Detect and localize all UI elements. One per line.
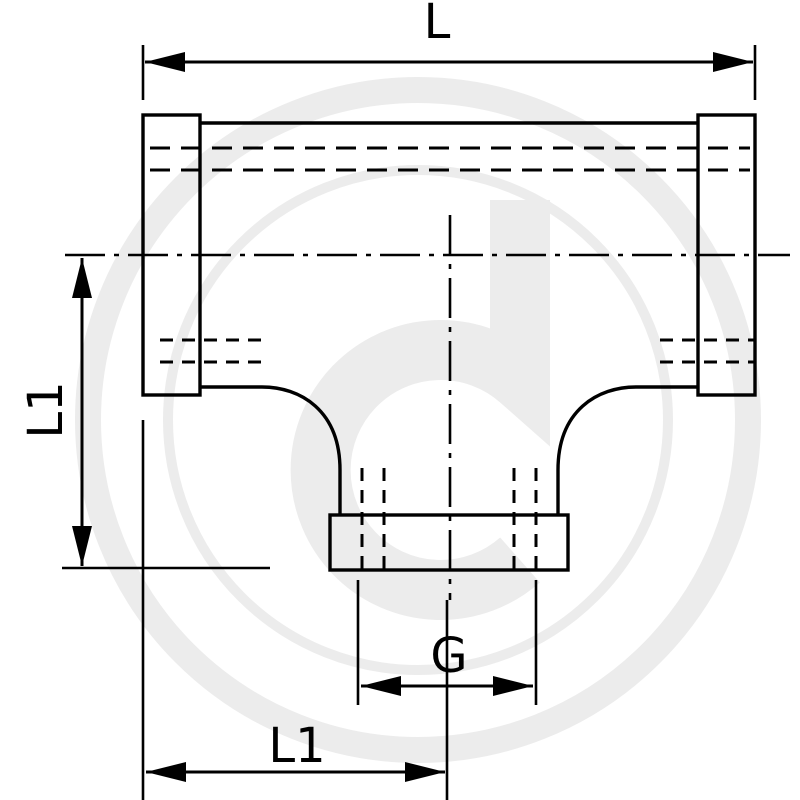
- watermark-logo: [75, 77, 761, 763]
- label-G: G: [430, 628, 467, 684]
- label-L: L: [424, 0, 451, 50]
- extension-lines: [62, 45, 757, 800]
- tee-run-body: [200, 121, 698, 515]
- hidden-thread-lines: [150, 146, 755, 570]
- label-L1-horizontal: L1: [268, 718, 325, 774]
- label-L1-vertical: L1: [18, 381, 74, 438]
